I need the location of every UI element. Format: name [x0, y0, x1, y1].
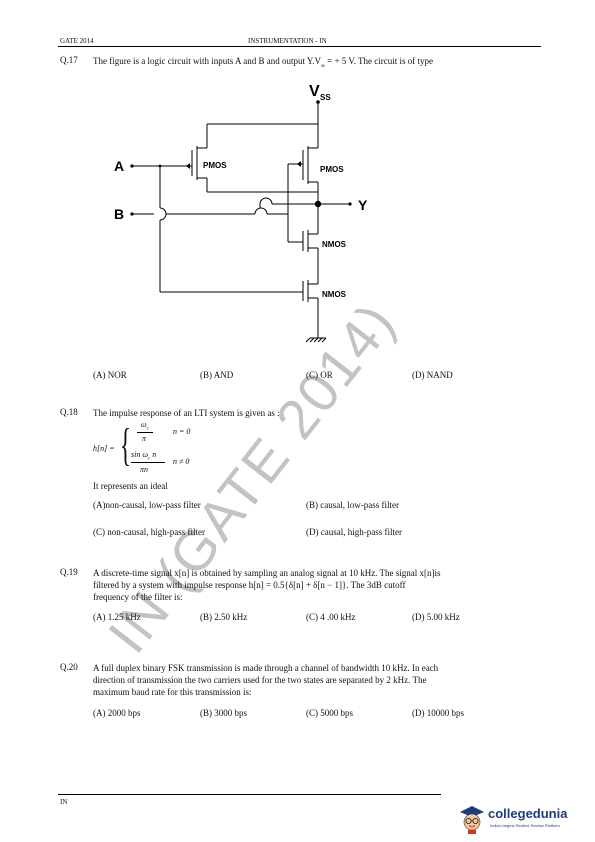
q20-text: A full duplex binary FSK transmission is… [93, 663, 439, 697]
q17-option-d: (D) NAND [412, 370, 453, 380]
output-y-label: Y [358, 197, 368, 213]
header-rule [58, 46, 541, 47]
nmos1-label: NMOS [322, 240, 347, 249]
q17-number: Q.17 [60, 55, 78, 65]
header-left: GATE 2014 [60, 37, 94, 45]
collegedunia-logo: collegedunia India's largest Student Rev… [458, 804, 588, 834]
q18-option-c: (C) non-causal, high-pass filter [93, 527, 205, 537]
q19-number: Q.19 [60, 567, 78, 577]
q18-equation: h[n] = { ωc π n = 0 sin ωc n πn n ≠ 0 [93, 419, 191, 474]
input-a-label: A [114, 158, 124, 174]
nmos2-label: NMOS [322, 290, 347, 299]
q19-option-b: (B) 2.50 kHz [200, 612, 248, 622]
header-center: INSTRUMENTATION - IN [248, 37, 327, 45]
q20-option-d: (D) 10000 bps [412, 708, 464, 718]
q18-represents: It represents an ideal [93, 481, 168, 491]
q19-option-d: (D) 5.00 kHz [412, 612, 460, 622]
q19-text: A discrete-time signal x[n] is obtained … [93, 568, 441, 602]
q20-number: Q.20 [60, 662, 78, 672]
q17-option-a: (A) NOR [93, 370, 127, 380]
input-b-label: B [114, 206, 124, 222]
pmos1-label: PMOS [203, 161, 227, 170]
logo-name: collegedunia [488, 806, 568, 821]
logo-tagline: India's largest Student Review Platform [490, 823, 560, 828]
footer-rule [58, 794, 441, 795]
q18-text: The impulse response of an LTI system is… [93, 408, 280, 418]
q17-option-b: (B) AND [200, 370, 234, 380]
q20-option-c: (C) 5000 bps [306, 708, 353, 718]
pmos2-label: PMOS [320, 165, 344, 174]
q18-option-d: (D) causal, high-pass filter [306, 527, 402, 537]
q17-option-c: (C) OR [306, 370, 333, 380]
graduate-mascot-icon [460, 806, 484, 834]
vss-subscript: SS [320, 93, 331, 102]
q19-option-a: (A) 1.25 kHz [93, 612, 141, 622]
q18-option-b: (B) causal, low-pass filter [306, 500, 399, 510]
q18-option-a: (A)non-causal, low-pass filter [93, 500, 201, 510]
q18-number: Q.18 [60, 407, 78, 417]
vss-label: V [309, 83, 320, 100]
logic-circuit-diagram: V SS A B Y PMOS PMOS NMOS NMOS [114, 83, 368, 343]
q20-option-a: (A) 2000 bps [93, 708, 141, 718]
q20-option-b: (B) 3000 bps [200, 708, 247, 718]
q19-option-c: (C) 4 .00 kHz [306, 612, 356, 622]
q17-text: The figure is a logic circuit with input… [93, 56, 434, 69]
footer-left: IN [60, 798, 68, 806]
